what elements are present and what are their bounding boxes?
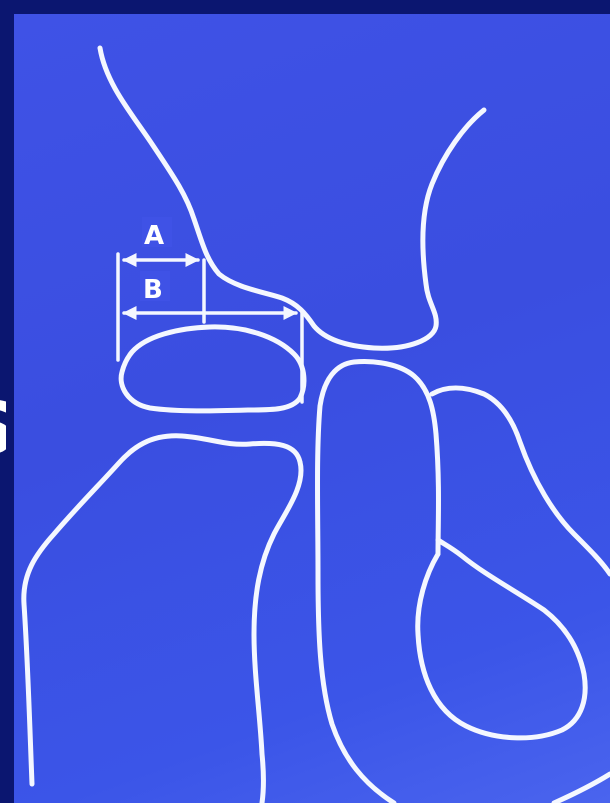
label-a: A bbox=[144, 221, 164, 251]
right-outer-contour bbox=[432, 388, 610, 574]
right-lower-contour bbox=[554, 774, 610, 803]
middle-tall-contour bbox=[318, 362, 439, 803]
diagram-panel: A B bbox=[14, 14, 610, 803]
edge-text-fragment: S bbox=[0, 388, 6, 468]
anatomical-outline-diagram: A B bbox=[14, 14, 610, 803]
label-b: B bbox=[143, 275, 163, 305]
cut-off-edge-text: S bbox=[0, 388, 6, 468]
lower-left-contour bbox=[24, 436, 301, 803]
small-rounded-contour bbox=[121, 327, 304, 411]
right-inner-loop-contour bbox=[418, 540, 585, 738]
